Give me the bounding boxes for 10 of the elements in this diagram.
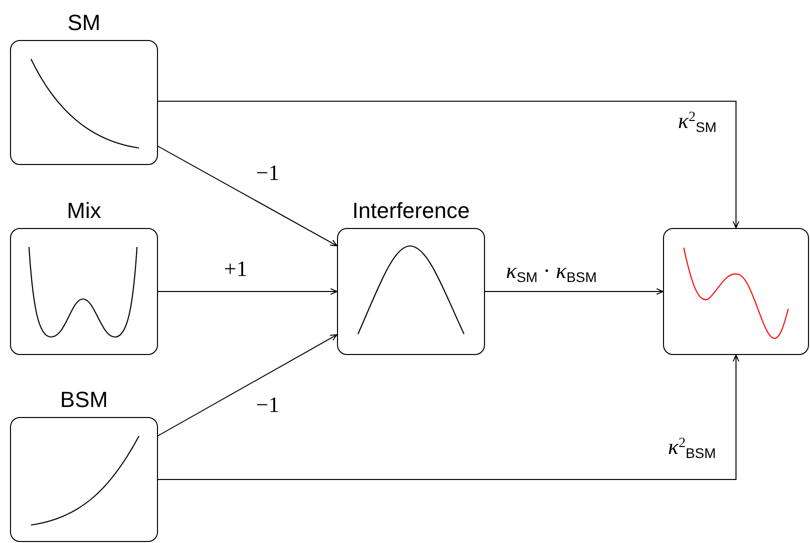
plot-heading: BSM (60, 386, 108, 414)
arrow (158, 288, 338, 295)
plot-heading: SM (68, 9, 100, 37)
plot-heading: Mix (66, 197, 102, 225)
arrow (158, 354, 740, 480)
arrow (158, 334, 338, 436)
plot-heading: Interference (352, 197, 470, 225)
arrow (158, 100, 740, 228)
arrow (484, 288, 664, 295)
arrow (158, 146, 338, 246)
